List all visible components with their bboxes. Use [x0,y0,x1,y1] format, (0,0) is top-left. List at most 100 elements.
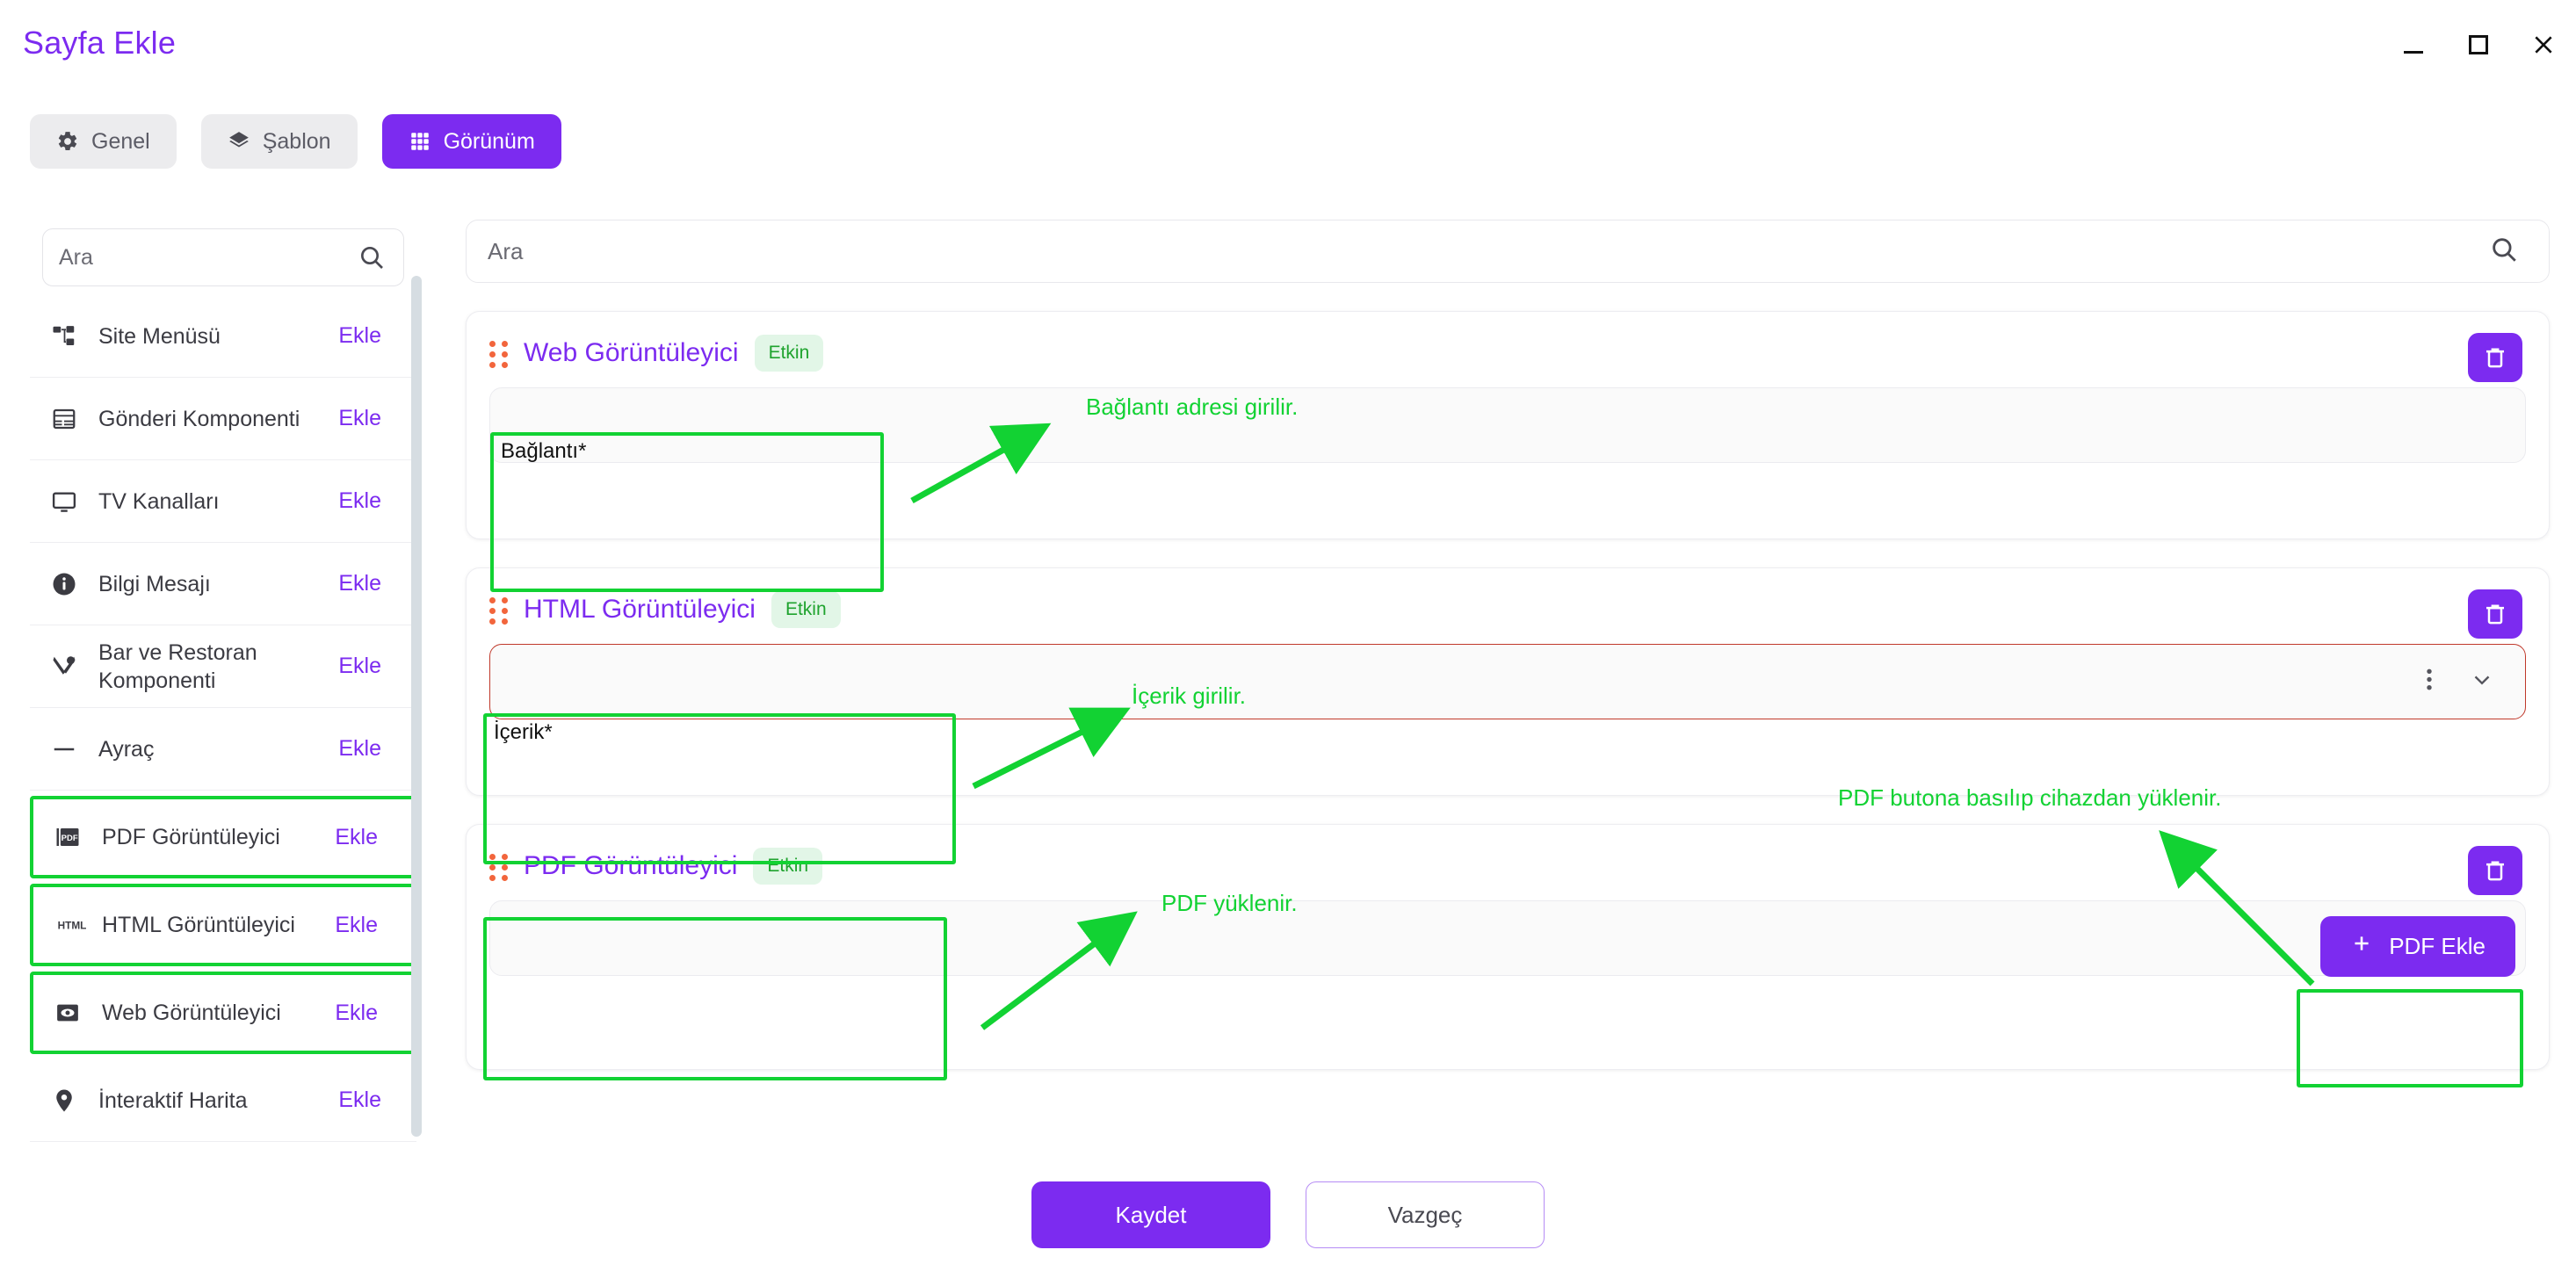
sidebar-item-bilgi-mesaji[interactable]: Bilgi Mesajı Ekle [30,543,416,625]
add-pdf-label: PDF Ekle [2389,933,2486,959]
trash-icon [2486,348,2504,368]
grid-icon [409,130,431,153]
maximize-button[interactable] [2465,32,2492,58]
close-button[interactable] [2530,32,2557,58]
card-header: PDF Görüntüleyici Etkin [467,825,2549,885]
sidebar-item-gonderi-komponenti[interactable]: Gönderi Komponenti Ekle [30,378,416,460]
status-badge: Etkin [754,335,824,372]
sidebar-add-link[interactable]: Ekle [338,406,381,430]
sidebar-add-link[interactable]: Ekle [338,654,381,678]
sidebar-add-link[interactable]: Ekle [338,323,381,348]
status-badge: Etkin [771,591,841,628]
cutlery-icon [51,654,98,680]
card-title: Web Görüntüleyici [524,338,739,367]
view-tabs: Genel Şablon Görünüm [30,114,561,169]
baglanti-field-label: Bağlantı* [501,439,587,463]
divider-icon [51,736,98,762]
drag-handle-icon[interactable] [489,852,508,881]
sidebar-add-link[interactable]: Ekle [335,824,378,849]
card-field-row [467,885,2549,1015]
delete-card-button[interactable] [2468,846,2522,895]
sidebar-add-link[interactable]: Ekle [335,912,378,937]
tab-sablon-label: Şablon [262,128,331,154]
sidebar-add-link[interactable]: Ekle [338,1087,381,1112]
card-field-row [467,628,2549,758]
drag-handle-icon[interactable] [489,339,508,368]
main-search-placeholder: Ara [488,237,524,264]
sidebar-item-label: Gönderi Komponenti [98,406,300,431]
drag-handle-icon[interactable] [489,596,508,625]
search-icon[interactable] [358,243,386,276]
sidebar-item-bar-ve-restoran[interactable]: Bar ve Restoran Komponenti Ekle [30,625,416,708]
sidebar-item-html-goruntuleyici[interactable]: HTML HTML Görüntüleyici Ekle [30,884,416,966]
search-icon[interactable] [2489,235,2519,269]
window-titlebar: Sayfa Ekle [0,0,2576,97]
sidebar-add-link[interactable]: Ekle [338,488,381,513]
layers-icon [228,130,250,153]
pdf-icon: PDF [54,824,102,850]
sidebar-item-ayrac[interactable]: Ayraç Ekle [30,708,416,791]
post-component-icon [51,406,98,432]
trash-icon [2486,604,2504,625]
sidebar-item-label: İnteraktif Harita [98,1087,248,1113]
svg-text:HTML: HTML [58,920,87,932]
tab-sablon[interactable]: Şablon [200,114,358,169]
minimize-icon [2404,50,2423,54]
tab-genel[interactable]: Genel [30,114,177,169]
sidebar-item-label: Bar ve Restoran Komponenti [98,639,257,693]
save-button[interactable]: Kaydet [1031,1181,1270,1248]
sidebar-item-label: PDF Görüntüleyici [102,825,280,849]
close-icon [2535,36,2552,54]
baglanti-input[interactable] [489,387,2526,463]
page-title: Sayfa Ekle [23,25,177,61]
delete-card-button[interactable] [2468,333,2522,382]
pdf-dropzone[interactable] [489,900,2526,976]
sidebar-item-pdf-goruntuleyici[interactable]: PDF PDF Görüntüleyici Ekle [30,796,416,878]
sidebar-add-link[interactable]: Ekle [335,1000,378,1025]
sidebar-search[interactable]: Ara [42,228,404,286]
sidebar-item-interaktif-harita[interactable]: İnteraktif Harita Ekle [30,1059,416,1142]
main-panel: Ara Web Görüntüleyici Etkin [466,220,2550,1070]
component-card-web-goruntuleyici: Web Görüntüleyici Etkin [466,311,2550,539]
minimize-button[interactable] [2400,32,2427,58]
tab-gorunum-label: Görünüm [443,128,535,154]
sidebar-item-tv-kanallari[interactable]: TV Kanalları Ekle [30,460,416,543]
add-pdf-button[interactable]: PDF Ekle [2320,916,2515,977]
cancel-button[interactable]: Vazgeç [1306,1181,1545,1248]
icerik-input[interactable] [489,644,2526,719]
maximize-icon [2469,35,2488,54]
sidebar-item-label: Web Görüntüleyici [102,1001,281,1025]
component-card-pdf-goruntuleyici: PDF Görüntüleyici Etkin PDF Ekle [466,824,2550,1070]
tv-icon [51,488,98,515]
delete-card-button[interactable] [2468,589,2522,639]
component-card-html-goruntuleyici: HTML Görüntüleyici Etkin [466,567,2550,796]
window-controls [2400,32,2557,58]
sidebar-add-link[interactable]: Ekle [338,571,381,596]
field-tools [2425,665,2495,699]
plus-icon [2350,932,2373,961]
info-icon [51,571,98,597]
sidebar-search-placeholder: Ara [59,244,93,270]
sidebar-scrollbar[interactable] [411,276,422,1137]
sidebar-item-web-goruntuleyici[interactable]: Web Görüntüleyici Ekle [30,972,416,1054]
chevron-down-icon[interactable] [2469,667,2495,697]
card-title: PDF Görüntüleyici [524,851,738,880]
component-sidebar: Ara Site Menüsü Ekle [30,220,422,1160]
sitemap-icon [51,323,98,350]
card-header: HTML Görüntüleyici Etkin [467,568,2549,628]
more-vertical-icon[interactable] [2425,665,2434,699]
sidebar-add-link[interactable]: Ekle [338,736,381,761]
web-eye-icon [54,1000,102,1026]
trash-icon [2486,861,2504,881]
sidebar-item-list: Site Menüsü Ekle Gönderi Komponenti Ekle… [30,295,416,1142]
sidebar-item-site-menusu[interactable]: Site Menüsü Ekle [30,295,416,378]
sidebar-item-label: HTML Görüntüleyici [102,913,295,937]
card-title: HTML Görüntüleyici [524,595,756,624]
tab-gorunum[interactable]: Görünüm [381,114,561,169]
icerik-field-label: İçerik* [494,720,553,744]
card-header: Web Görüntüleyici Etkin [467,312,2549,372]
main-search[interactable]: Ara [466,220,2550,283]
gear-icon [56,130,79,153]
html-icon: HTML [54,914,102,936]
status-badge: Etkin [753,848,823,885]
